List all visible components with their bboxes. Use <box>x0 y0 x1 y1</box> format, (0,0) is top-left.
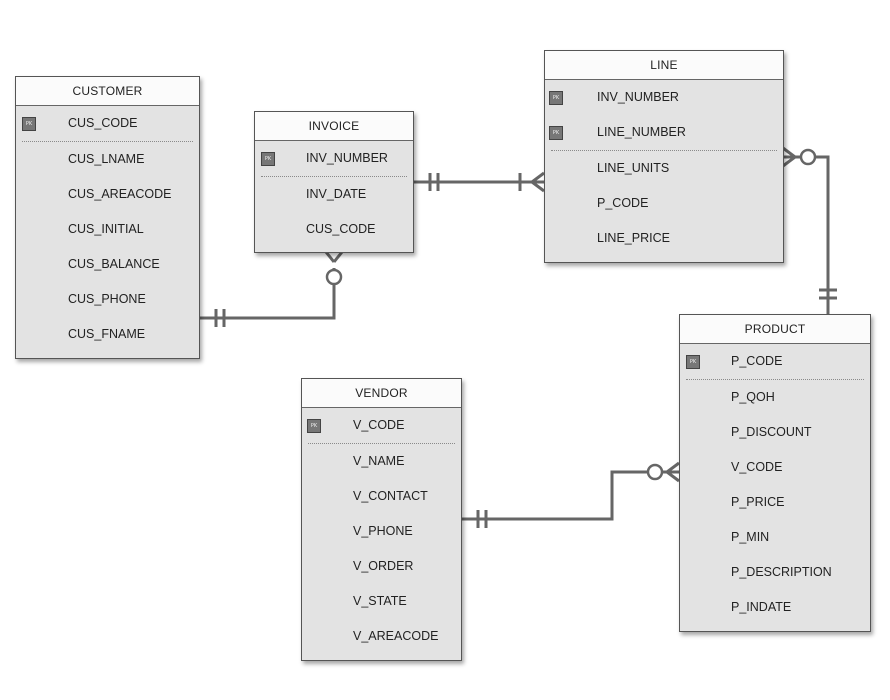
attribute-label: CUS_INITIAL <box>68 222 144 236</box>
attribute-label: P_CODE <box>597 196 649 210</box>
attribute-row: P_INDATE <box>680 590 870 625</box>
attribute-row: INV_DATE <box>255 177 413 212</box>
attribute-label: LINE_UNITS <box>597 161 670 175</box>
attribute-row: LINE_PRICE <box>545 221 783 256</box>
attribute-row: V_CODE <box>680 450 870 485</box>
primary-key-icon: PK <box>307 419 321 433</box>
pk-attribute-row: PK INV_NUMBER <box>255 141 413 176</box>
attribute-label: P_DESCRIPTION <box>731 565 832 579</box>
attribute-label: CUS_LNAME <box>68 152 145 166</box>
attribute-label: CUS_PHONE <box>68 292 146 306</box>
attribute-label: P_CODE <box>731 354 783 368</box>
entity-title: PRODUCT <box>680 315 870 344</box>
attribute-row: P_PRICE <box>680 485 870 520</box>
entity-product[interactable]: PRODUCT PK P_CODE P_QOH P_DISCOUNT V_CODE P_P… <box>679 314 871 632</box>
attribute-label: V_CODE <box>353 418 405 432</box>
primary-key-icon: PK <box>686 355 700 369</box>
attribute-label: LINE_NUMBER <box>597 125 686 139</box>
entity-line[interactable]: LINE PK INV_NUMBER PK LINE_NUMBER LINE_UNITS… <box>544 50 784 263</box>
attribute-row: CUS_FNAME <box>16 317 199 352</box>
attribute-row: V_CONTACT <box>302 479 461 514</box>
attribute-row: LINE_UNITS <box>545 151 783 186</box>
pk-attribute-row: PK P_CODE <box>680 344 870 379</box>
attribute-row: CUS_BALANCE <box>16 247 199 282</box>
attribute-row: V_ORDER <box>302 549 461 584</box>
attribute-row: P_DESCRIPTION <box>680 555 870 590</box>
attribute-label: CUS_FNAME <box>68 327 146 341</box>
attribute-label: CUS_BALANCE <box>68 257 160 271</box>
attribute-label: LINE_PRICE <box>597 231 670 245</box>
attribute-row: V_NAME <box>302 444 461 479</box>
rel-vendor-product <box>461 461 680 528</box>
attribute-row: V_AREACODE <box>302 619 461 654</box>
attribute-label: V_AREACODE <box>353 629 439 643</box>
pk-attribute-row: PK LINE_NUMBER <box>545 115 783 150</box>
rel-invoice-line <box>413 171 545 193</box>
key-separator <box>308 443 455 444</box>
attribute-label: INV_DATE <box>306 187 367 201</box>
key-separator <box>261 176 407 177</box>
entity-invoice[interactable]: INVOICE PK INV_NUMBER INV_DATE CUS_CODE <box>254 111 414 253</box>
attribute-label: V_CODE <box>731 460 783 474</box>
rel-product-line <box>782 146 837 315</box>
attribute-label: V_PHONE <box>353 524 413 538</box>
entity-vendor[interactable]: VENDOR PK V_CODE V_NAME V_CONTACT V_PHONE V_O… <box>301 378 462 661</box>
attribute-label: V_NAME <box>353 454 405 468</box>
attribute-label: P_QOH <box>731 390 775 404</box>
entity-title: INVOICE <box>255 112 413 141</box>
attribute-label: P_INDATE <box>731 600 792 614</box>
attribute-row: P_DISCOUNT <box>680 415 870 450</box>
attribute-label: P_PRICE <box>731 495 785 509</box>
attribute-label: P_DISCOUNT <box>731 425 812 439</box>
primary-key-icon: PK <box>261 152 275 166</box>
primary-key-icon: PK <box>22 117 36 131</box>
attribute-row: P_MIN <box>680 520 870 555</box>
key-separator <box>551 150 777 151</box>
attribute-label: INV_NUMBER <box>597 90 679 104</box>
entity-title: LINE <box>545 51 783 80</box>
attribute-row: CUS_CODE <box>255 212 413 247</box>
attribute-label: P_MIN <box>731 530 770 544</box>
attribute-row: CUS_PHONE <box>16 282 199 317</box>
attribute-label: CUS_CODE <box>68 116 138 130</box>
attribute-row: CUS_INITIAL <box>16 212 199 247</box>
attribute-row: V_PHONE <box>302 514 461 549</box>
attribute-label: V_ORDER <box>353 559 414 573</box>
attribute-label: V_STATE <box>353 594 407 608</box>
pk-attribute-row: PK INV_NUMBER <box>545 80 783 115</box>
entity-title: CUSTOMER <box>16 77 199 106</box>
attribute-row: P_CODE <box>545 186 783 221</box>
attribute-label: INV_NUMBER <box>306 151 388 165</box>
key-separator <box>686 379 864 380</box>
pk-attribute-row: PK V_CODE <box>302 408 461 443</box>
rel-customer-invoice <box>199 251 344 327</box>
entity-title: VENDOR <box>302 379 461 408</box>
attribute-label: V_CONTACT <box>353 489 428 503</box>
primary-key-icon: PK <box>549 91 563 105</box>
key-separator <box>22 141 193 142</box>
attribute-row: CUS_LNAME <box>16 142 199 177</box>
primary-key-icon: PK <box>549 126 563 140</box>
entity-customer[interactable]: CUSTOMER PK CUS_CODE CUS_LNAME CUS_AREACODE… <box>15 76 200 359</box>
attribute-row: V_STATE <box>302 584 461 619</box>
attribute-label: CUS_AREACODE <box>68 187 172 201</box>
attribute-label: CUS_CODE <box>306 222 376 236</box>
attribute-row: P_QOH <box>680 380 870 415</box>
pk-attribute-row: PK CUS_CODE <box>16 106 199 141</box>
attribute-row: CUS_AREACODE <box>16 177 199 212</box>
